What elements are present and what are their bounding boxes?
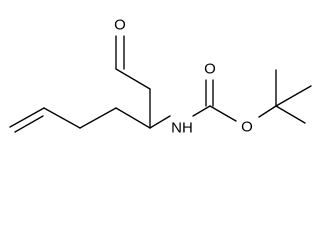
bond-c-n bbox=[149, 115, 171, 129]
bond-vinyl-double-outer bbox=[9, 107, 45, 128]
atom-labels: O NH O O bbox=[114, 17, 253, 137]
structure-canvas: O NH O O bbox=[9, 17, 312, 137]
bond-tbu-methyl-bottom bbox=[275, 105, 306, 124]
bond-vinyl-double-inner bbox=[14, 115, 44, 133]
bonds bbox=[9, 35, 312, 133]
bond-allyl bbox=[43, 107, 81, 129]
bond-tbu-methyl-right bbox=[275, 85, 312, 107]
aldehyde-oxygen-label: O bbox=[114, 17, 126, 34]
bond-ester-o-quaternary bbox=[258, 105, 277, 118]
bond-to-stereocenter bbox=[115, 107, 151, 129]
skeletal-formula: O NH O O bbox=[9, 17, 312, 137]
carbonyl-oxygen-label: O bbox=[204, 61, 216, 78]
carbamate-nitrogen-label: NH bbox=[171, 120, 193, 137]
bond-n-carbonyl bbox=[192, 105, 211, 117]
bond-chain-ch2 bbox=[79, 107, 117, 129]
bond-ch2-aldehyde bbox=[115, 68, 151, 90]
ester-oxygen-label: O bbox=[241, 119, 253, 136]
bond-carbonyl-ester-o bbox=[209, 105, 237, 122]
